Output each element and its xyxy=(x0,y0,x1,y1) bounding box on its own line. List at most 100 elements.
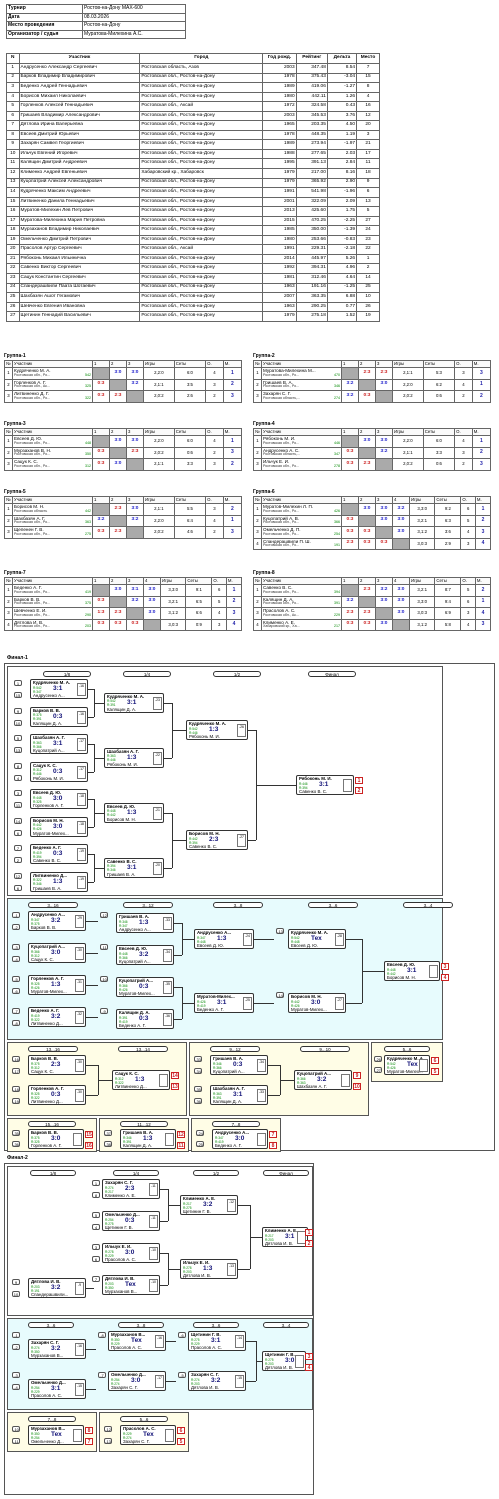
bracket-line xyxy=(238,1269,250,1270)
row-number: 3 xyxy=(4,458,13,471)
player-2: Литвиненко Д... xyxy=(115,1084,147,1089)
player-1: Борисов М. Н. xyxy=(33,817,64,823)
bracket-line xyxy=(86,985,98,986)
group-column-header: 1 xyxy=(341,428,359,436)
player-2: Клименко А. Е. xyxy=(105,1193,136,1198)
bracket-line xyxy=(88,771,94,773)
player-1: Захарян С. Г. xyxy=(31,1340,59,1345)
rating-2: R:366 xyxy=(119,955,128,960)
seed-label: -7 xyxy=(12,1008,20,1014)
score-value: 0:3 xyxy=(363,540,371,546)
bracket-line xyxy=(88,854,94,855)
region-text: Хабаровский кр., Ха... xyxy=(263,624,300,629)
match-result: 2:3 xyxy=(125,1185,135,1192)
seed-label: 7 xyxy=(14,845,22,851)
participant-cell: 2013 xyxy=(262,206,297,217)
player-1: Ильчук Е. И. xyxy=(105,1244,132,1249)
region-text: Ростовская область,... xyxy=(263,395,301,400)
participant-cell: 5 xyxy=(356,206,380,217)
participant-cell: 10 xyxy=(6,148,20,160)
score-value: 3:0 xyxy=(380,505,388,511)
match-score: 3:0 xyxy=(109,584,127,597)
player-2: Прасолов А. С. xyxy=(111,1345,142,1350)
player-2: Дятлова И. В. xyxy=(265,1241,294,1246)
rating-2: R:312 xyxy=(31,1065,40,1070)
participant-cell: 8.54 xyxy=(326,63,358,74)
rating-2: R:442 xyxy=(107,813,116,818)
place: 3 xyxy=(222,446,243,459)
match-score: 3:0 xyxy=(392,595,410,608)
region-text: Ростовская обл., Ро... xyxy=(263,384,300,389)
player-2: Савенко В. С. xyxy=(299,789,328,794)
score-value: 2:3 xyxy=(114,609,122,615)
participant-cell: 23 xyxy=(356,234,380,246)
row-number: 2 xyxy=(253,378,262,391)
row-number: 3 xyxy=(253,458,262,471)
participant-cell: 20 xyxy=(6,244,20,255)
match-result: 0:3 xyxy=(233,1061,243,1068)
points: 3 xyxy=(205,378,224,391)
player-2: Борисов М. Н. xyxy=(387,975,416,980)
rating-1: R:426 xyxy=(197,999,206,1004)
bracket-line xyxy=(86,1389,96,1390)
match-score: 0:3 xyxy=(375,537,393,550)
seed-label: -12 xyxy=(100,912,108,918)
rating-1: R:448 xyxy=(119,951,128,956)
match-result: 0:3 xyxy=(53,850,63,857)
sets: 6:4 xyxy=(173,514,207,527)
participant-cell: 290.25 xyxy=(295,301,328,313)
participant-cell: Шахбазян Ашот Гегамович xyxy=(18,292,141,303)
player-1: Муратов-Милех... xyxy=(197,994,235,999)
match-result: 3:1 xyxy=(127,863,137,871)
info-key: Организатор / судья xyxy=(6,29,83,40)
participant-cell: 18 xyxy=(6,225,20,236)
match-result: 3:1 xyxy=(127,698,137,706)
games: 2,1:1 xyxy=(392,367,424,380)
group-column-header: М. xyxy=(225,577,243,585)
score-value: 0:3 xyxy=(97,621,105,627)
score-value: 2:3 xyxy=(363,460,371,466)
player-region: Ростовская обл., Ро...448 xyxy=(14,441,91,446)
round-header: 11...12 xyxy=(120,1121,168,1127)
group-column-header: 4 xyxy=(392,496,410,504)
participant-cell: 541.98 xyxy=(295,187,328,198)
place: 1 xyxy=(225,584,243,597)
rating-1: R:254 xyxy=(111,1377,120,1382)
rating-1: R:366 xyxy=(119,983,128,988)
player-2: Сацук К. С. xyxy=(31,1069,54,1074)
participant-cell: Хабаровский кр., Хабаровск xyxy=(139,168,264,179)
match-result: 1:3 xyxy=(127,753,137,761)
seed-label: -36 xyxy=(12,1141,20,1147)
match-score: 2:3 xyxy=(109,526,127,539)
bracket-line xyxy=(172,840,186,841)
games: 3,2:1 xyxy=(159,595,187,608)
round-header: 3...8 xyxy=(213,902,263,908)
rating-1: R:391 xyxy=(119,1015,128,1020)
player-1: Мурзаханов В... xyxy=(31,1426,66,1431)
place: 2 xyxy=(474,514,492,527)
group-player: Щепенен Г. В.Ростовская обл., Ро...275 xyxy=(12,526,93,539)
participant-cell: 1989 xyxy=(262,82,297,93)
games: 2,2:0 xyxy=(143,435,175,448)
panel-title: Финал-1 xyxy=(7,655,28,661)
match-result: 3:0 xyxy=(53,795,63,802)
participant-cell: 4 xyxy=(356,91,380,103)
participant-cell: Ростовская обл., Аксай xyxy=(139,101,264,112)
player-rating: 470 xyxy=(334,372,340,377)
player-2: Калящин Д. А. xyxy=(33,720,63,726)
match-number: -10 xyxy=(149,1247,158,1260)
group-column-header: Участник xyxy=(12,496,93,504)
group-column-header: Игры xyxy=(159,577,187,585)
